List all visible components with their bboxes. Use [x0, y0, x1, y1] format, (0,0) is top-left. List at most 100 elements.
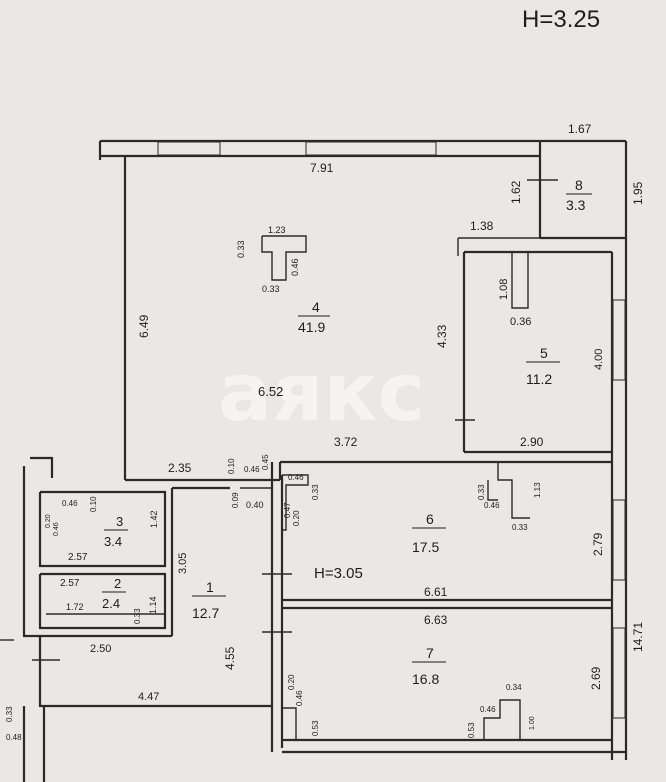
- dim-label: 0.33: [477, 484, 486, 500]
- dim-label: 1.72: [66, 602, 84, 612]
- wall-room6-column: [282, 474, 309, 531]
- room-7-number: 7: [426, 645, 434, 661]
- dim-label: 3.72: [334, 435, 358, 449]
- window-room7: [612, 627, 626, 719]
- wall-room6-niche: [497, 462, 530, 519]
- room-5-area: 11.2: [526, 371, 552, 387]
- dim-label: 2.50: [90, 643, 111, 655]
- dim-label: 2.57: [68, 552, 88, 563]
- dim-label: 0.34: [506, 683, 522, 692]
- dim-label: 0.33: [262, 284, 280, 294]
- dim-label: 0.33: [5, 706, 14, 722]
- dim-label: 14.71: [631, 622, 645, 652]
- dim-label: 1.42: [149, 510, 159, 528]
- dim-label: 4.33: [435, 324, 449, 348]
- dim-label: 0.46: [290, 258, 300, 276]
- dim-label: 0.46: [62, 499, 78, 508]
- local-height-label: H=3.05: [314, 565, 363, 582]
- room-2-area: 2.4: [102, 596, 120, 611]
- room-1-number: 1: [206, 579, 214, 595]
- wall-room7-niche: [483, 699, 521, 740]
- dim-label: 6.52: [258, 384, 283, 399]
- dim-label: 0.33: [133, 608, 142, 624]
- door-marks: [32, 179, 558, 661]
- dim-label: 1.95: [631, 181, 645, 205]
- room-5-number: 5: [540, 345, 548, 361]
- dim-label: 6.61: [424, 585, 448, 599]
- wall-left-exterior: [22, 466, 40, 638]
- dim-label: 2.79: [591, 532, 605, 556]
- dim-label: 0.09: [231, 492, 240, 508]
- window-top-2: [305, 141, 437, 156]
- dim-label: 0.10: [227, 458, 236, 474]
- dim-label: 0.47: [283, 502, 292, 518]
- dim-label: 0.53: [311, 720, 320, 736]
- dim-label: 4.55: [223, 646, 237, 670]
- watermark: аякс: [218, 346, 425, 439]
- dim-label: 1.08: [498, 279, 510, 300]
- wall-room6-niche-step: [487, 480, 498, 501]
- dim-label: 1.23: [268, 225, 286, 235]
- dim-label: 4.47: [138, 691, 159, 703]
- window-top-1: [157, 141, 221, 156]
- room-6-area: 17.5: [412, 539, 439, 555]
- dim-label: 0.45: [261, 454, 270, 470]
- room-8-area: 3.3: [566, 197, 586, 213]
- room-4-number: 4: [312, 299, 320, 315]
- dim-label: 0.10: [89, 496, 98, 512]
- room-2-number: 2: [114, 576, 121, 591]
- column-room4: [261, 235, 307, 281]
- dim-label: 0.46: [480, 705, 496, 714]
- dim-label: 0.20: [292, 510, 301, 526]
- dim-label: 6.49: [137, 314, 151, 338]
- window-room5: [612, 299, 626, 381]
- dim-label: 0.33: [512, 523, 528, 532]
- dim-label: 1.00: [529, 716, 536, 730]
- dim-label: 0.46: [288, 473, 304, 482]
- dim-label: 2.90: [520, 435, 544, 449]
- windows: [157, 141, 626, 719]
- room-7-area: 16.8: [412, 671, 439, 687]
- room-8-number: 8: [575, 177, 583, 193]
- dim-label: 1.13: [533, 482, 542, 498]
- dim-label: 0.20: [45, 514, 52, 528]
- dim-label: 2.35: [168, 461, 192, 475]
- dim-label: 0.33: [311, 484, 320, 500]
- dim-label: 0.46: [295, 690, 304, 706]
- dim-label: 0.40: [246, 500, 264, 510]
- room-labels: 8 3.3 4 41.9 5 11.2 6 17.5 7 16.8 3 3.4 …: [102, 177, 592, 687]
- room-3-area: 3.4: [104, 534, 122, 549]
- room-1-area: 12.7: [192, 605, 219, 621]
- room-3-number: 3: [116, 514, 123, 529]
- dim-label: 0.36: [510, 316, 531, 328]
- walls: [0, 139, 628, 782]
- wall-left-top-corner: [30, 456, 54, 478]
- window-room6: [612, 499, 626, 581]
- dim-label: 0.46: [484, 501, 500, 510]
- dim-label: 0.46: [53, 522, 60, 536]
- dimension-labels: 7.91 1.67 1.95 1.62 1.38 1.23 0.33 0.46 …: [5, 122, 645, 742]
- dim-label: 3.05: [177, 553, 189, 574]
- ceiling-height-label: H=3.25: [522, 6, 600, 33]
- dim-label: 4.00: [593, 349, 605, 370]
- dim-label: 1.67: [568, 122, 592, 136]
- dim-label: 7.91: [310, 161, 334, 175]
- dim-label: 2.69: [589, 666, 603, 690]
- dim-label: 6.63: [424, 613, 448, 627]
- dim-label: 1.14: [148, 596, 158, 614]
- dim-label: 1.62: [509, 180, 523, 204]
- room-6-number: 6: [426, 511, 434, 527]
- room-4-area: 41.9: [298, 319, 325, 335]
- wall-room2: [38, 572, 167, 630]
- dim-label: 0.48: [6, 733, 22, 742]
- dim-label: 0.20: [287, 674, 296, 690]
- dim-label: 0.33: [236, 240, 246, 258]
- dim-label: 0.46: [244, 465, 260, 474]
- wall-room3: [38, 490, 167, 568]
- dim-label: 1.38: [470, 219, 494, 233]
- dim-label: 2.57: [60, 578, 80, 589]
- dim-label: 0.53: [467, 722, 476, 738]
- wall-room5-niche: [511, 252, 529, 309]
- wall-room7-column: [282, 707, 297, 740]
